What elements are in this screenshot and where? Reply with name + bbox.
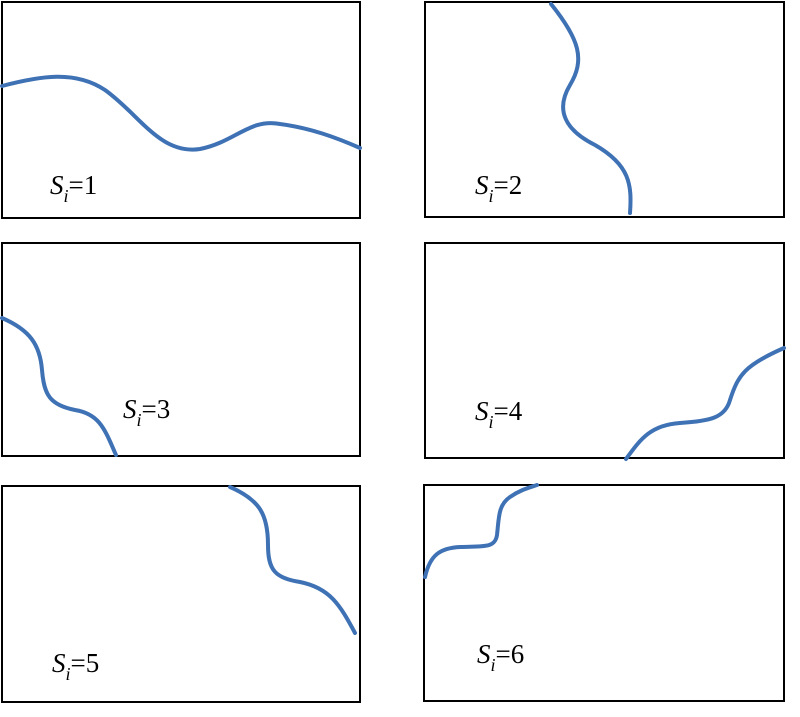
panel-2-subscript: i: [489, 186, 494, 206]
panel-4: Si=4: [424, 242, 786, 461]
panel-6-value: =6: [496, 639, 525, 669]
panel-2: Si=2: [424, 1, 785, 218]
panel-2-symbol: S: [475, 170, 489, 200]
panel-3-subscript: i: [137, 410, 142, 430]
panel-6: Si=6: [423, 483, 785, 702]
panel-6-symbol: S: [477, 639, 491, 669]
panel-4-label: Si=4: [475, 396, 523, 432]
panel-4-symbol: S: [475, 396, 489, 426]
panel-5-curve: [228, 485, 357, 635]
panel-1-frame: [1, 1, 361, 219]
panel-4-value: =4: [494, 396, 523, 426]
panel-3-value: =3: [142, 394, 171, 424]
panel-3-label: Si=3: [123, 394, 170, 430]
panel-6-curve: [423, 483, 539, 579]
panel-1-value: =1: [69, 170, 98, 200]
panel-6-frame: [423, 484, 785, 702]
panel-1-curve: [0, 74, 362, 152]
panel-2-label: Si=2: [475, 170, 522, 206]
panel-5: Si=5: [1, 485, 361, 703]
panel-5-frame: [1, 485, 361, 703]
panel-4-curve: [624, 346, 786, 461]
panel-5-symbol: S: [52, 648, 66, 678]
panel-1-label: Si=1: [50, 170, 97, 206]
panel-3-frame: [1, 242, 361, 457]
panel-3: Si=3: [0, 242, 361, 457]
panel-4-subscript: i: [489, 412, 494, 432]
panel-2-frame: [424, 1, 785, 218]
panel-2-curve: [549, 2, 633, 215]
panel-3-curve: [0, 316, 118, 457]
panel-6-subscript: i: [491, 655, 496, 675]
panel-6-label: Si=6: [477, 639, 524, 675]
panel-5-label: Si=5: [52, 648, 99, 684]
panel-1: Si=1: [0, 1, 362, 219]
panel-1-subscript: i: [64, 186, 69, 206]
panel-3-symbol: S: [123, 394, 137, 424]
panel-1-symbol: S: [50, 170, 64, 200]
panel-4-frame: [424, 242, 785, 459]
panel-5-value: =5: [71, 648, 100, 678]
panel-5-subscript: i: [66, 664, 71, 684]
panel-2-value: =2: [494, 170, 523, 200]
